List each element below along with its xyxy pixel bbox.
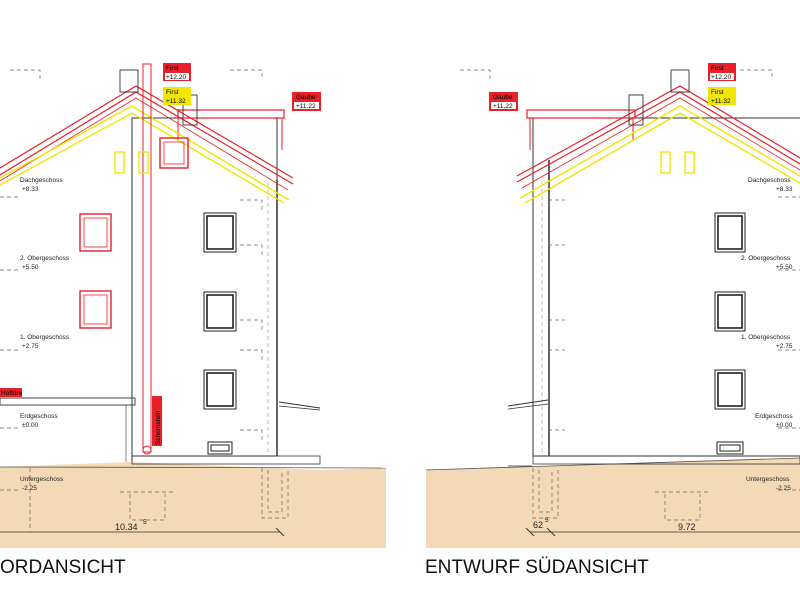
north-roof-yellow <box>0 105 290 201</box>
south-floor-level: ±0.00 <box>776 422 793 429</box>
north-floor-level: +2.75 <box>22 343 39 350</box>
north-floor-name: 2. Obergeschoss <box>20 255 70 262</box>
south-floor-name: 1. Obergeschoss <box>741 334 791 341</box>
north-floor-level: +5.50 <box>22 264 39 271</box>
south-dimension: 9.72 <box>678 522 696 532</box>
north-dimension: 10.34 <box>115 522 138 532</box>
south-elevation <box>460 69 800 537</box>
ground-south <box>426 458 800 548</box>
south-floor-name: 2. Obergeschoss <box>741 255 791 262</box>
north-first-red-level: +12.20 <box>166 74 186 81</box>
south-dimension-small-sup: 5 <box>545 517 549 524</box>
north-lean-to <box>0 397 136 406</box>
north-window <box>203 212 237 253</box>
south-first-yellow-label: First <box>711 89 724 96</box>
north-floor-name: Untergeschoss <box>20 476 64 483</box>
north-floor-level: ±0.00 <box>22 422 39 429</box>
north-view-title: ORDANSICHT <box>0 557 126 578</box>
north-gaube-level: +11.22 <box>296 103 316 110</box>
south-first-red-label: First <box>711 65 724 72</box>
north-floor-level: +8.33 <box>22 186 39 193</box>
north-first-yellow-label: First <box>166 89 179 96</box>
north-red-pipe <box>142 63 152 453</box>
north-gaube <box>177 109 285 119</box>
north-left-tag: Hoftüre <box>1 390 23 397</box>
south-floor-level: +8.33 <box>776 186 793 193</box>
north-floor-labels: Dachgeschoss +8.33 2. Obergeschoss +5.50… <box>20 177 70 492</box>
north-floor-name: Erdgeschoss <box>20 413 58 420</box>
north-roof-red <box>0 85 294 179</box>
south-tags: First +12.20 First +11.32 Gaube +11.22 <box>489 63 736 111</box>
south-base <box>532 455 800 465</box>
north-floor-level: -2.25 <box>22 485 37 492</box>
south-floor-name: Dachgeschoss <box>748 177 791 184</box>
south-roof-yellow <box>519 105 800 199</box>
south-first-yellow-level: +11.32 <box>711 98 731 105</box>
south-main-wall <box>532 117 800 457</box>
south-gaube <box>526 109 636 119</box>
south-floor-level: -2.25 <box>776 485 791 492</box>
north-gaube-label: Gaube <box>296 94 316 101</box>
south-view-title: ENTWURF SÜDANSICHT <box>425 557 649 578</box>
north-elevation <box>0 63 321 537</box>
south-floor-name: Untergeschoss <box>746 476 790 483</box>
south-floor-name: Erdgeschoss <box>755 413 793 420</box>
south-floor-labels: Dachgeschoss +8.33 2. Obergeschoss +5.50… <box>741 177 793 492</box>
north-base <box>131 455 321 465</box>
south-gaube-level: +11.22 <box>493 103 513 110</box>
south-floor-level: +5.50 <box>776 264 793 271</box>
south-floor-level: +2.75 <box>776 343 793 350</box>
south-roof-red <box>516 85 800 177</box>
south-dimension-small: 62 <box>533 520 543 530</box>
ground-north <box>0 462 386 548</box>
south-window <box>714 212 746 253</box>
north-floor-name: Dachgeschoss <box>20 177 63 184</box>
north-first-red-label: First <box>166 65 179 72</box>
north-dimension-sup: 5 <box>143 519 147 526</box>
north-side-tag: Schornstein <box>155 410 162 445</box>
north-first-yellow-level: +11.32 <box>166 98 186 105</box>
north-chimney-left <box>119 69 139 93</box>
south-chimney <box>670 69 690 93</box>
north-floor-name: 1. Obergeschoss <box>20 334 70 341</box>
south-first-red-level: +12.20 <box>711 74 731 81</box>
south-gaube-label: Gaube <box>493 94 513 101</box>
ground-line-north <box>0 466 387 469</box>
north-red-window <box>159 137 189 169</box>
north-tags: First +12.20 First +11.32 Gaube +11.22 H… <box>0 63 321 446</box>
